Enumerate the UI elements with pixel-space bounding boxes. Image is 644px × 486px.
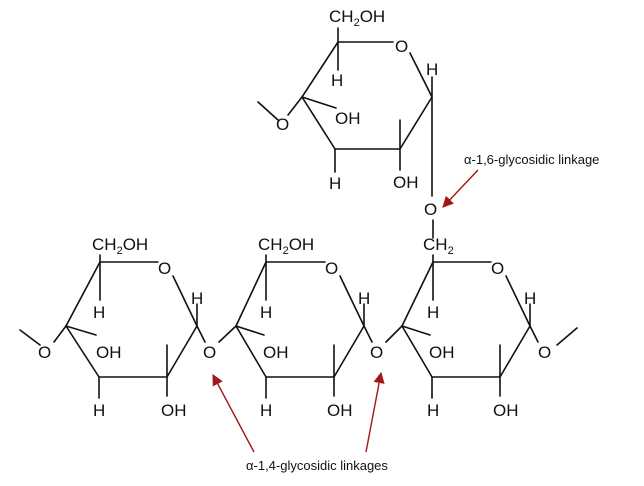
- hydrogen-label: H: [93, 401, 105, 420]
- ring-bonds: [301, 41, 433, 150]
- alpha-1-4-arrow-right: [365, 371, 385, 453]
- hydroxyl-label: OH: [327, 401, 353, 420]
- methoxy-stub: [19, 329, 41, 346]
- ring-oxygen: O: [395, 37, 408, 56]
- hydroxyl-label: OH: [161, 401, 187, 420]
- linkage-oxygen-label: O: [38, 343, 51, 362]
- glucose-unit-top: O CH2OH H H O OH H OH: [257, 7, 438, 197]
- hydroxyl-label: OH: [335, 109, 361, 128]
- ch2oh-label: CH2OH: [258, 235, 314, 257]
- hydrogen-label: H: [358, 289, 370, 308]
- hydrogen-label: H: [524, 289, 536, 308]
- ring-oxygen: O: [158, 259, 171, 278]
- ring-oxygen: O: [491, 259, 504, 278]
- linkage-oxygen-label: O: [276, 115, 289, 134]
- hydrogen-label: H: [260, 401, 272, 420]
- alpha-1-4-linkages-annotation: α-1,4-glycosidic linkages: [246, 458, 388, 473]
- ch2oh-label: CH2OH: [92, 235, 148, 257]
- alpha-1-4-linkage-oxygen-1: O: [203, 343, 216, 362]
- hydroxyl-label: OH: [393, 173, 419, 192]
- glucose-unit-bottom-1: CH2OH O H H O OH H OH: [19, 235, 206, 420]
- hydroxyl-label: OH: [493, 401, 519, 420]
- ch2-label: CH2: [423, 235, 454, 257]
- linkage-oxygen-label: O: [538, 343, 551, 362]
- hydrogen-label: H: [331, 71, 343, 90]
- hydroxyl-label: OH: [263, 343, 289, 362]
- hydrogen-label: H: [93, 303, 105, 322]
- substituent-bonds: [53, 254, 206, 399]
- hydroxyl-label: OH: [429, 343, 455, 362]
- hydrogen-label: H: [427, 401, 439, 420]
- ring-bonds: [235, 261, 365, 378]
- ring-oxygen: O: [325, 259, 338, 278]
- hydrogen-label: H: [260, 303, 272, 322]
- alpha-1-6-linkage-annotation: α-1,6-glycosidic linkage: [464, 152, 599, 167]
- alpha-1-6-linkage-oxygen: O: [424, 200, 437, 219]
- linkage-bond: [385, 325, 403, 343]
- hydrogen-label: H: [426, 60, 438, 79]
- ch2oh-label: CH2OH: [329, 7, 385, 29]
- ring-bonds: [401, 261, 531, 378]
- methoxy-stub: [556, 327, 578, 346]
- alpha-1-4-arrow-left: [212, 374, 255, 453]
- hydrogen-label: H: [427, 303, 439, 322]
- hydrogen-label: H: [191, 289, 203, 308]
- ring-bonds: [65, 261, 198, 378]
- glucose-unit-bottom-2: CH2OH O H H OH H OH: [235, 235, 373, 420]
- glucose-unit-bottom-3: CH2 O H H OH O H OH: [401, 235, 578, 420]
- linkage-bond: [218, 325, 237, 343]
- substituent-bonds: [287, 27, 433, 197]
- hydrogen-label: H: [329, 174, 341, 193]
- methoxy-stub: [257, 101, 279, 121]
- substituent-bonds: [235, 254, 373, 399]
- alpha-1-6-arrow: [442, 169, 479, 208]
- hydroxyl-label: OH: [96, 343, 122, 362]
- alpha-1-4-linkage-oxygen-2: O: [370, 343, 383, 362]
- substituent-bonds: [401, 254, 539, 399]
